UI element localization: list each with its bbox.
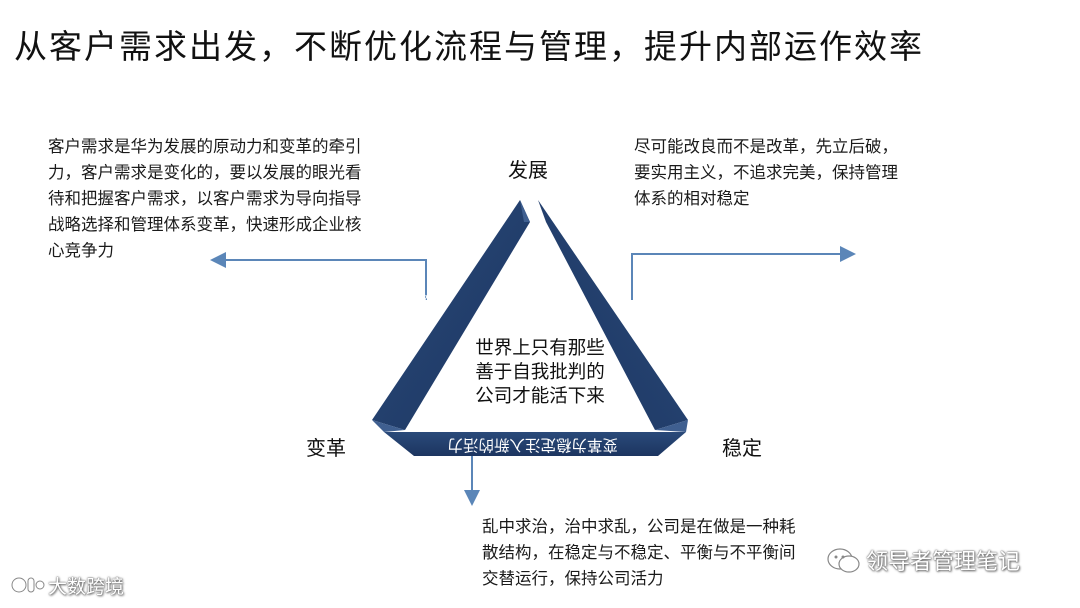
paragraph-line: 乱中求治，治中求乱，公司是在做是一种耗 <box>482 517 796 536</box>
paragraph-line: 力，客户需求是变化的，要以发展的眼光看 <box>48 163 362 182</box>
center-statement: 世界上只有那些 善于自我批判的 公司才能活下来 <box>450 337 630 409</box>
paragraph-line: 心竞争力 <box>48 241 114 260</box>
page-title: 从客户需求出发，不断优化流程与管理，提升内部运作效率 <box>14 27 924 66</box>
center-line: 世界上只有那些 <box>475 338 605 359</box>
band-right <box>538 200 688 430</box>
paragraph-customer-demand: 客户需求是华为发展的原动力和变革的牵引 力，客户需求是变化的，要以发展的眼光看 … <box>48 134 362 264</box>
center-line: 善于自我批判的 <box>475 362 605 383</box>
band-label-bottom: 变革为稳定注入新的活力 <box>447 436 618 454</box>
paragraph-line: 体系的相对稳定 <box>634 189 750 208</box>
watermark-right: 领导者管理笔记 <box>866 550 1021 575</box>
node-stability: 稳定 <box>722 436 762 460</box>
paragraph-line: 要实用主义，不追求完美，保持管理 <box>634 163 898 182</box>
paragraph-line: 交替运行，保持公司活力 <box>482 569 664 588</box>
paragraph-line: 尽可能改良而不是改革，先立后破， <box>634 137 898 156</box>
paragraph-reform: 乱中求治，治中求乱，公司是在做是一种耗 散结构，在稳定与不稳定、平衡与不平衡间 … <box>482 514 796 592</box>
watermark-left: 大数跨境 <box>48 576 125 598</box>
band-left <box>372 200 530 430</box>
paragraph-line: 客户需求是华为发展的原动力和变革的牵引 <box>48 137 362 156</box>
band-bottom <box>384 432 686 456</box>
arrow-right <box>631 246 856 300</box>
paragraph-line: 战略选择和管理体系变革，快速形成企业核 <box>48 215 362 234</box>
paragraph-stability: 尽可能改良而不是改革，先立后破， 要实用主义，不追求完美，保持管理 体系的相对稳… <box>634 134 898 212</box>
paragraph-line: 待和把握客户需求，以客户需求为导向指导 <box>48 189 362 208</box>
node-reform: 变革 <box>306 436 346 460</box>
arrow-left <box>210 252 427 300</box>
center-line: 公司才能活下来 <box>475 386 605 407</box>
watermark-logo-icon <box>10 576 46 594</box>
paragraph-line: 散结构，在稳定与不稳定、平衡与不平衡间 <box>482 543 796 562</box>
node-development: 发展 <box>508 158 548 182</box>
wechat-icon <box>827 548 860 573</box>
